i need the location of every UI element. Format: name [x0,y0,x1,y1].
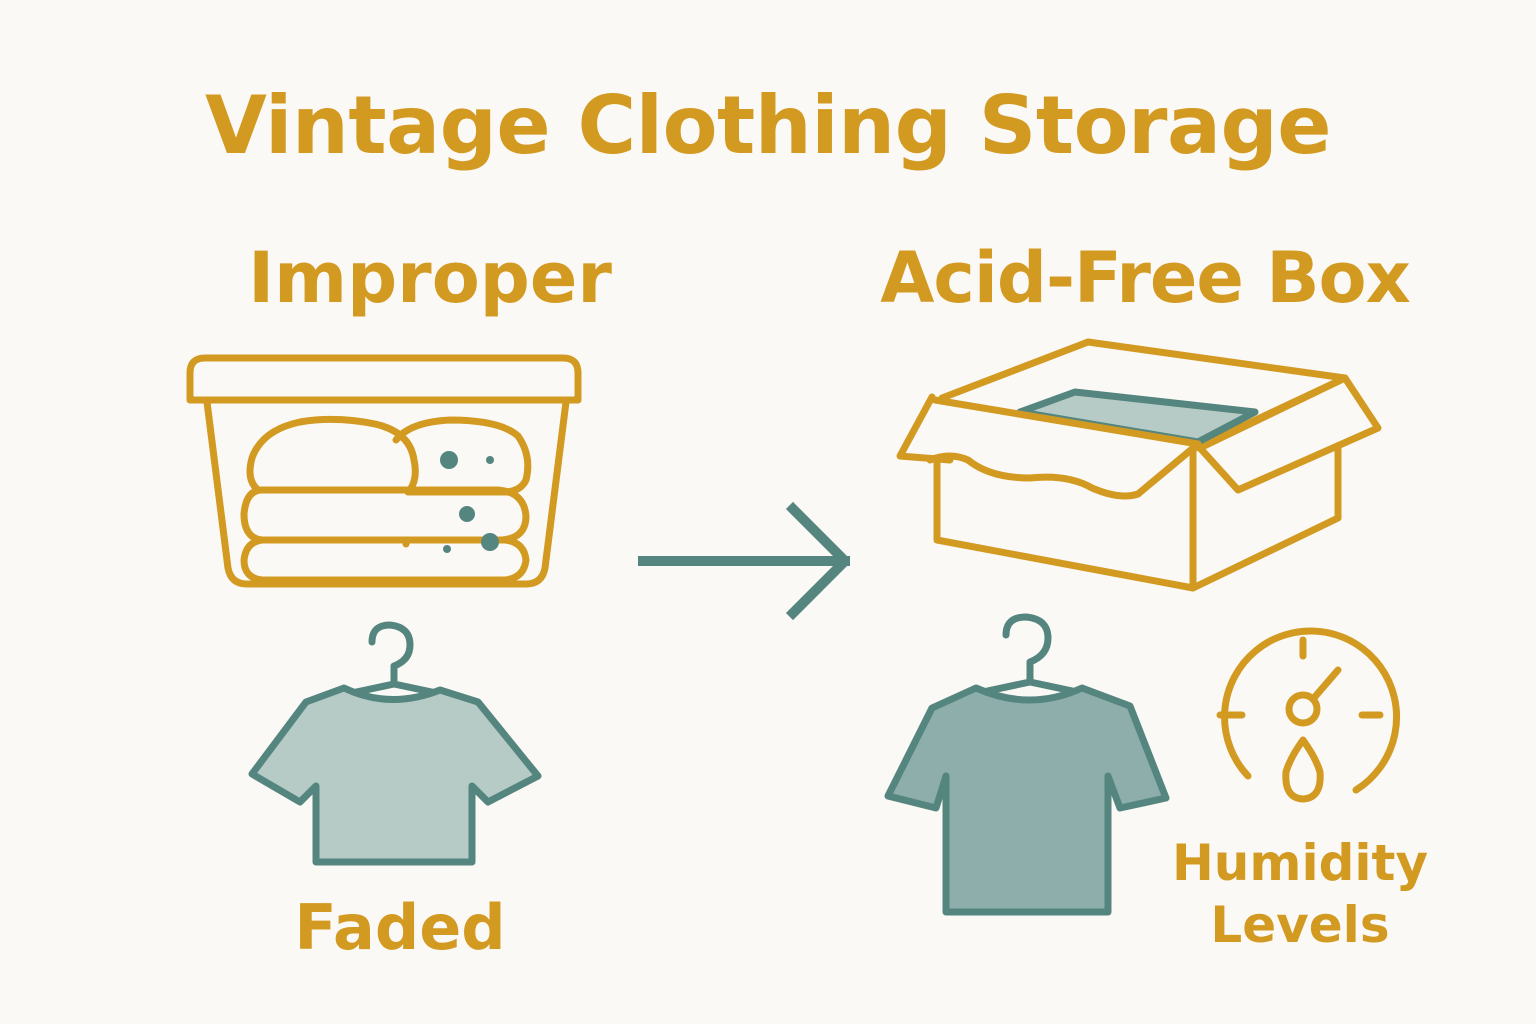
page-title: Vintage Clothing Storage [204,79,1332,172]
storage-bin-icon [186,354,582,588]
folded-clothes-icon [240,415,532,584]
open-box-icon [896,338,1382,592]
hanger-icon [960,613,1100,700]
water-drop-icon [1282,736,1324,803]
mold-spots-icon [440,451,499,553]
improper-heading: Improper [248,237,612,319]
faded-caption: Faded [294,891,506,964]
humidity-levels-label: Humidity Levels [1171,834,1429,954]
shirt-icon [884,684,1170,916]
acid-free-box-heading: Acid-Free Box [880,237,1411,319]
humidity-gauge-icon [1216,627,1401,803]
faded-shirt-icon [248,684,542,866]
arrow-right-icon [638,501,850,621]
